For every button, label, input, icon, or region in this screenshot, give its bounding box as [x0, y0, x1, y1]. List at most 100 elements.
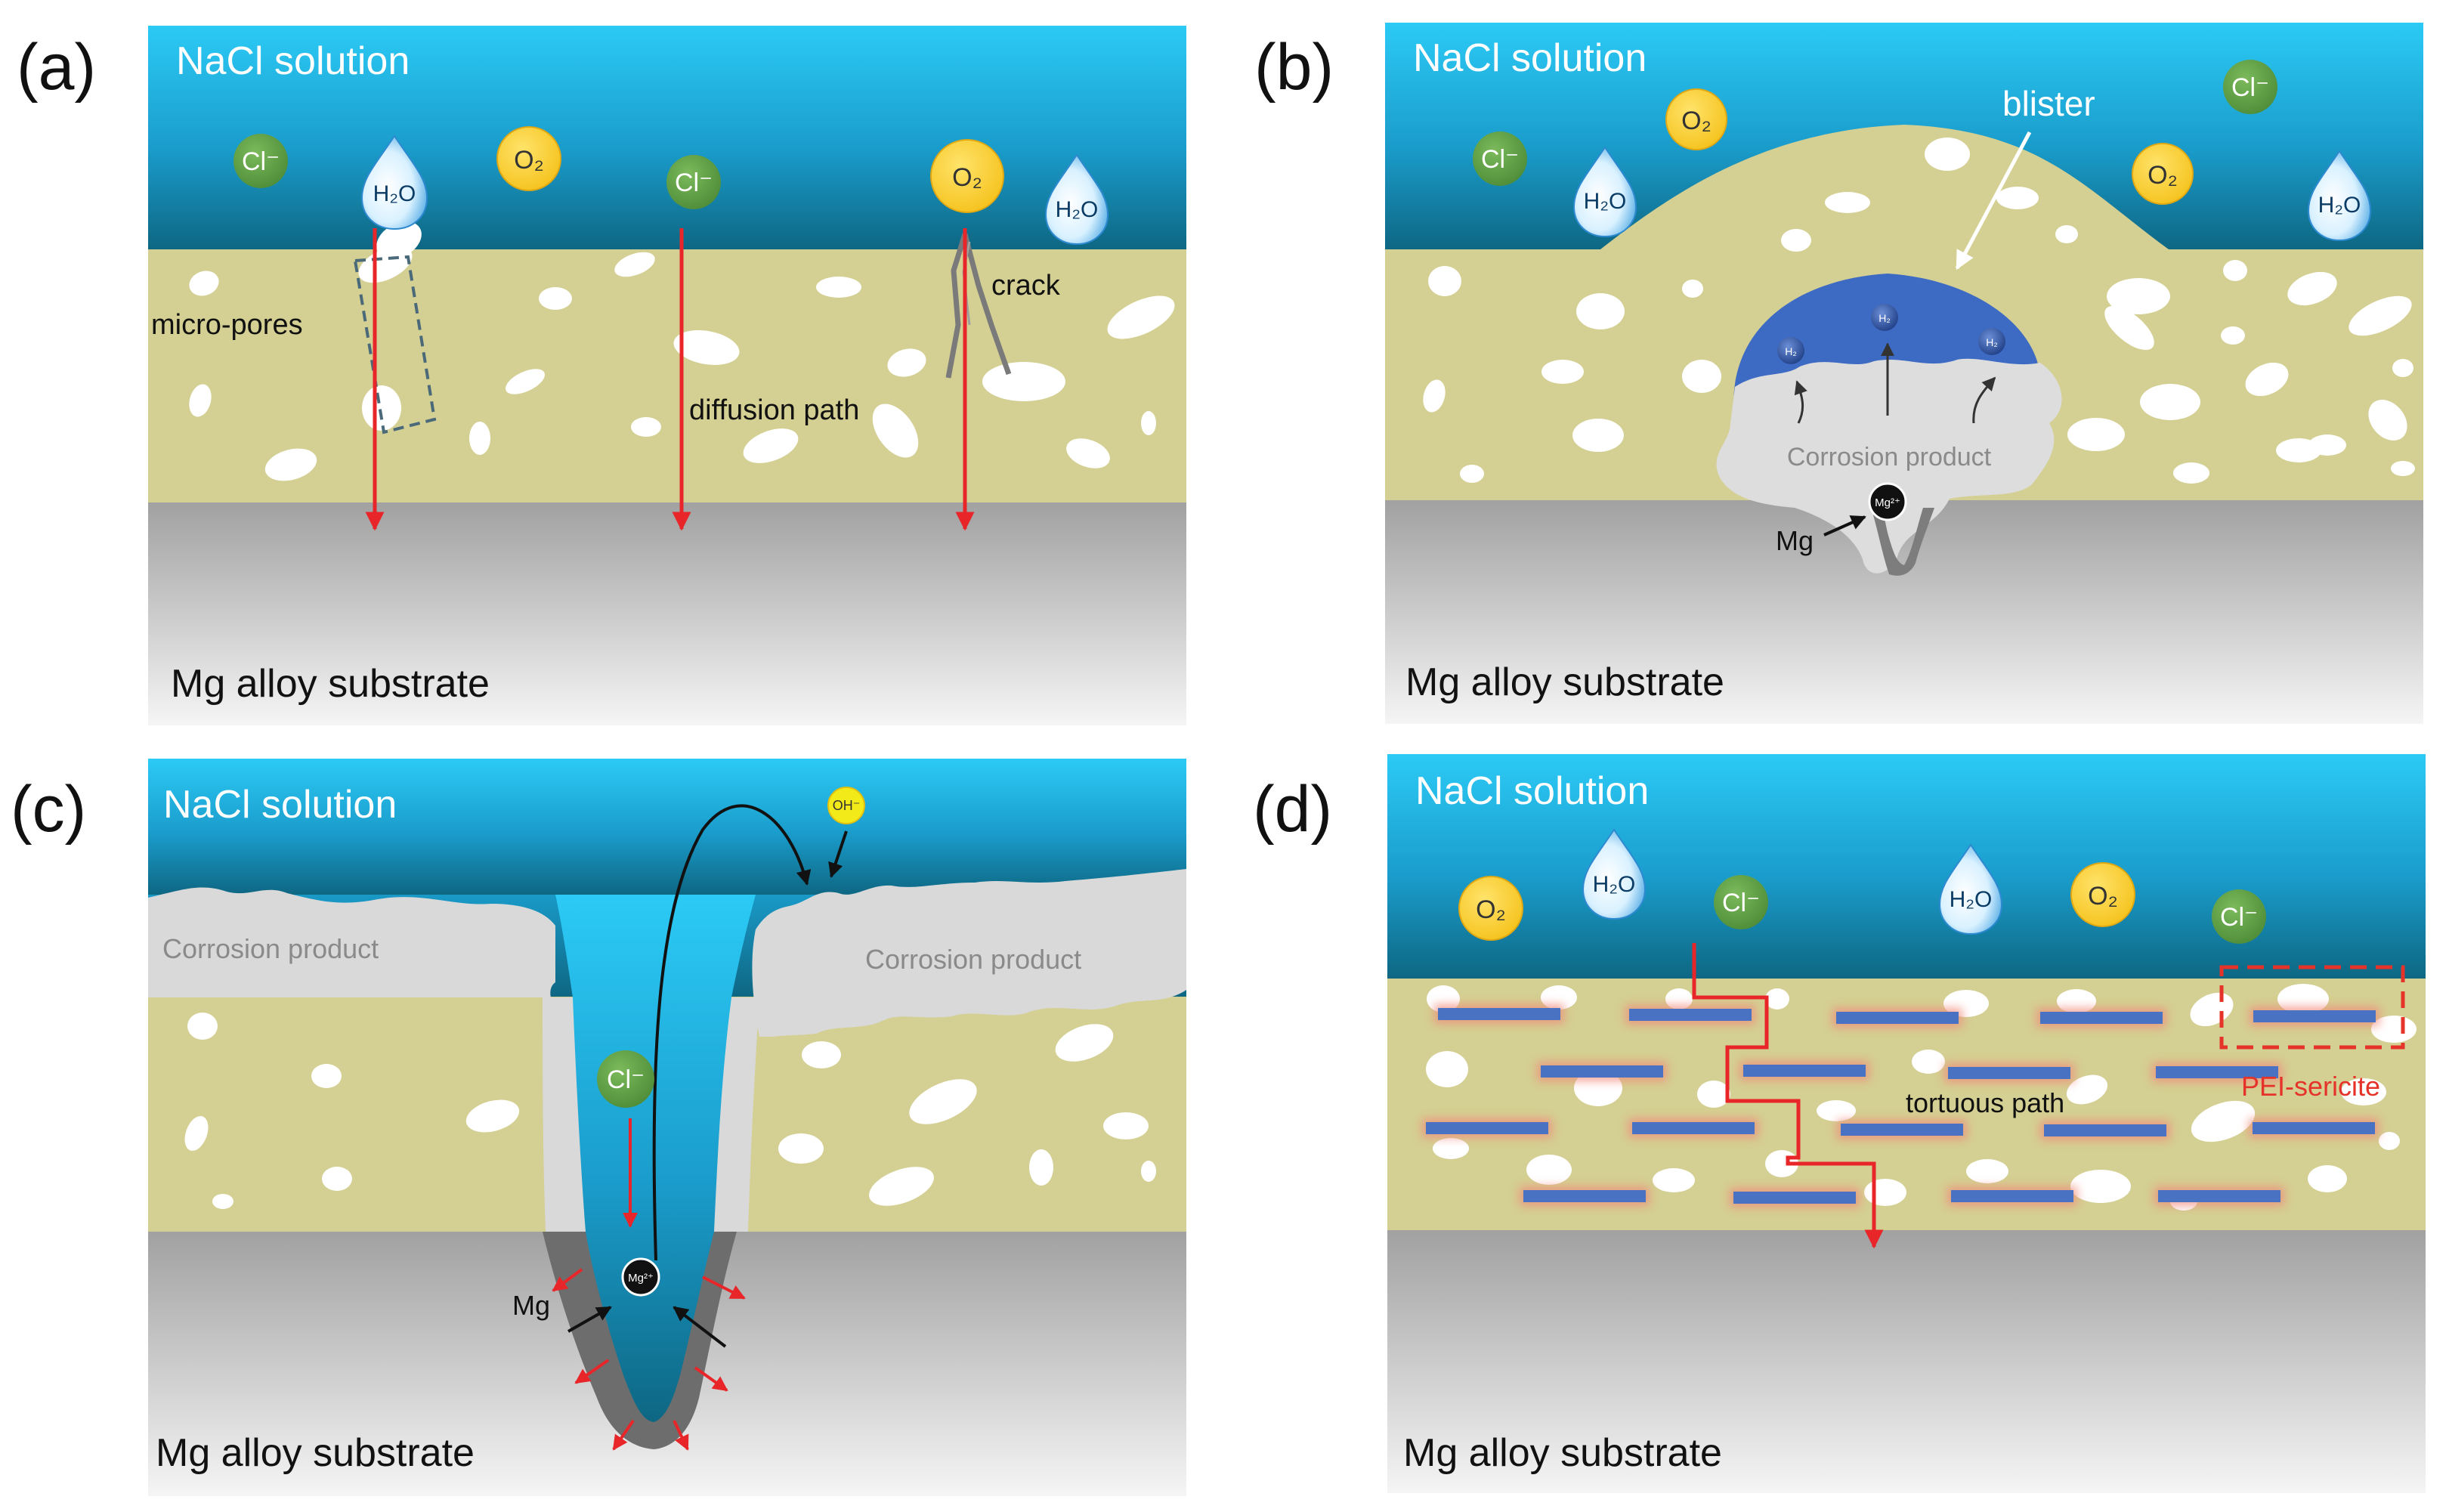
svg-text:H₂O: H₂O	[373, 181, 416, 206]
substrate-label: Mg alloy substrate	[1405, 660, 1724, 704]
species-o2-a2: O₂	[930, 139, 1004, 213]
solution-layer	[1387, 754, 2426, 979]
svg-text:H₂O: H₂O	[1593, 872, 1636, 897]
svg-text:Mg²⁺: Mg²⁺	[628, 1272, 654, 1285]
mg-arrow-right	[673, 1306, 727, 1348]
species-o2-b1: O₂	[1665, 88, 1727, 150]
svg-text:Cl⁻: Cl⁻	[1481, 145, 1519, 174]
svg-text:Cl⁻: Cl⁻	[2220, 903, 2258, 932]
panel-c: OH⁻ Cl⁻ Mg²⁺ (c) NaCl solution Corrosion…	[11, 759, 1186, 1496]
species-o2-d1: O₂	[1458, 876, 1523, 941]
svg-text:H₂: H₂	[1986, 336, 1998, 348]
species-o2-a1: O₂	[496, 126, 561, 191]
panel-letter: (b)	[1254, 31, 1334, 104]
water-drop-icon: H₂O	[1044, 153, 1109, 246]
svg-text:O₂: O₂	[2148, 161, 2178, 190]
panel-a: Cl⁻ H₂O O₂ Cl⁻ O₂ H₂O (a) NaCl solution …	[17, 26, 1186, 725]
species-cl-c: Cl⁻	[597, 1050, 654, 1108]
coating-pores	[184, 1013, 1156, 1209]
species-o2-b2: O₂	[2132, 143, 2194, 205]
dissolution-arrows	[552, 1268, 746, 1451]
h2-bubble-3: H₂	[1978, 328, 2005, 355]
water-drop-icon: H₂O	[1938, 843, 2003, 935]
panel-b: H₂ H₂ H₂ Mg²⁺ Cl⁻ H₂O O₂	[1254, 23, 2423, 724]
svg-text:Cl⁻: Cl⁻	[675, 169, 713, 197]
svg-text:H₂O: H₂O	[1056, 197, 1099, 222]
svg-text:O₂: O₂	[2088, 882, 2118, 911]
corrosion-product-left-label: Corrosion product	[162, 933, 379, 964]
micropore-outline	[353, 255, 437, 434]
mg-arrow	[1823, 515, 1866, 536]
species-cl-d2: Cl⁻	[2212, 889, 2266, 944]
svg-text:H₂: H₂	[1878, 312, 1891, 324]
mg-ion: Mg²⁺	[621, 1257, 660, 1297]
svg-text:O₂: O₂	[1681, 107, 1712, 135]
h2-arrows	[1794, 342, 1996, 424]
blister-arrow	[1955, 131, 2032, 271]
coating-pores	[189, 221, 1175, 481]
svg-text:Cl⁻: Cl⁻	[1722, 889, 1760, 917]
mg-ion: Mg²⁺	[1868, 482, 1907, 521]
panel-letter: (c)	[11, 773, 86, 846]
corrosion-pit	[1870, 505, 1934, 576]
solution-label: NaCl solution	[1415, 769, 1649, 813]
blister-label: blister	[2002, 84, 2095, 123]
mg-label: Mg	[1776, 525, 1814, 556]
pei-highlight-box	[2219, 965, 2405, 1050]
solution-label: NaCl solution	[176, 39, 410, 83]
species-cl-b2: Cl⁻	[2223, 60, 2277, 114]
tortuous-path-arrow	[1692, 943, 1884, 1249]
svg-text:OH⁻: OH⁻	[833, 798, 861, 813]
diffusion-arrows	[365, 228, 975, 531]
tortuous-path-label: tortuous path	[1906, 1087, 2064, 1118]
svg-text:Cl⁻: Cl⁻	[242, 147, 280, 176]
corrosion-product-label: Corrosion product	[1787, 443, 1992, 472]
species-cl-b1: Cl⁻	[1473, 131, 1527, 186]
h2-bubble-1: H₂	[1777, 337, 1804, 364]
substrate-label: Mg alloy substrate	[156, 1431, 475, 1475]
svg-text:Mg²⁺: Mg²⁺	[1875, 496, 1900, 509]
water-drop-icon: H₂O	[360, 135, 428, 230]
svg-text:H₂O: H₂O	[1584, 189, 1627, 214]
corrosion-product-right-label: Corrosion product	[865, 944, 1081, 975]
solution-layer	[148, 26, 1186, 249]
h2-bubble-2: H₂	[1871, 304, 1898, 331]
panel-d: O₂ H₂O Cl⁻ H₂O O₂ Cl⁻ (d) NaCl solution …	[1253, 754, 2426, 1493]
svg-text:H₂O: H₂O	[1950, 887, 1993, 912]
coating-pores	[1423, 138, 2415, 484]
panel-letter: (d)	[1253, 773, 1332, 846]
svg-text:O₂: O₂	[952, 163, 982, 192]
substrate-label: Mg alloy substrate	[1403, 1431, 1722, 1475]
mg-label: Mg	[512, 1290, 550, 1321]
svg-text:Cl⁻: Cl⁻	[607, 1065, 645, 1094]
micropores-label: micro-pores	[151, 309, 303, 341]
solution-label: NaCl solution	[163, 783, 397, 827]
pei-sericite-label: PEI-sericite	[2241, 1071, 2380, 1102]
diffusion-path-label: diffusion path	[689, 394, 859, 426]
water-drop-icon: H₂O	[2307, 150, 2372, 242]
substrate-layer	[148, 502, 1186, 725]
solution-top-fill	[148, 759, 1186, 895]
substrate-layer	[1387, 1230, 2426, 1493]
species-cl-d1: Cl⁻	[1714, 875, 1768, 929]
corrosion-product-left	[148, 887, 555, 1003]
svg-text:H₂: H₂	[1785, 345, 1797, 357]
pei-sericite-platelets	[1422, 1004, 2379, 1207]
water-drop-icon: H₂O	[1582, 828, 1647, 920]
species-o2-d2: O₂	[2070, 862, 2135, 927]
panel-letter: (a)	[17, 31, 96, 104]
oh-arrow	[828, 830, 848, 878]
crack-label: crack	[991, 270, 1061, 301]
svg-text:O₂: O₂	[1476, 895, 1506, 924]
water-drop-icon: H₂O	[1572, 146, 1637, 238]
species-cl-a1: Cl⁻	[233, 134, 288, 188]
corrosion-product-right	[752, 869, 1186, 1037]
svg-text:H₂O: H₂O	[2318, 193, 2361, 218]
species-cl-a2: Cl⁻	[666, 155, 721, 209]
svg-text:Cl⁻: Cl⁻	[2231, 73, 2269, 102]
svg-text:O₂: O₂	[514, 146, 544, 175]
coating-pores	[1426, 984, 2417, 1211]
mg-arrow-left	[567, 1306, 612, 1333]
mg-ion-diffusion-arrow	[652, 804, 812, 1261]
